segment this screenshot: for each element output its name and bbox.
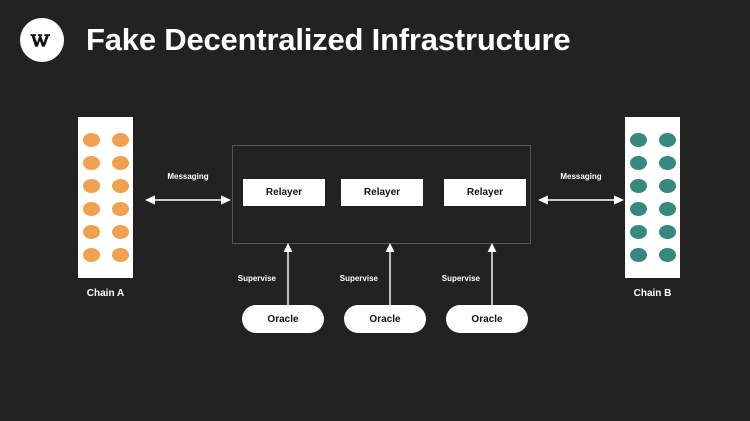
oracle-pill[interactable]: Oracle [446, 305, 528, 333]
chain-b-node-row [625, 202, 680, 216]
chain-b-node-row [625, 225, 680, 239]
chain-b-node [629, 156, 647, 170]
supervise-up-arrow-icon [487, 243, 497, 305]
messaging-left-label: Messaging [167, 172, 209, 181]
chain-b-panel [625, 117, 680, 278]
chain-b-node [629, 225, 647, 239]
supervise-label: Supervise [441, 274, 480, 283]
chain-b-node [629, 202, 647, 216]
supervise-label: Supervise [339, 274, 378, 283]
chain-b-node-row [625, 248, 680, 262]
messaging-right-group: Messaging [538, 172, 624, 206]
chain-a-node [82, 133, 100, 147]
messaging-right-bidirectional-arrow-icon [538, 195, 624, 205]
chain-a-node [111, 133, 129, 147]
messaging-right-label: Messaging [560, 172, 602, 181]
supervise-label: Supervise [237, 274, 276, 283]
chain-a-node-row [78, 225, 133, 239]
chain-b-node [658, 179, 676, 193]
chain-b-node [658, 202, 676, 216]
chain-a-node [82, 179, 100, 193]
chain-b-label: Chain B [633, 288, 672, 299]
chain-a-node [82, 156, 100, 170]
relayer-box[interactable]: Relayer [243, 179, 325, 206]
chain-a-node [111, 202, 129, 216]
chain-b-node-row [625, 133, 680, 147]
messaging-left-bidirectional-arrow-icon [145, 195, 231, 205]
chain-a-node [111, 156, 129, 170]
chain-b-node [629, 133, 647, 147]
header: Fake Decentralized Infrastructure [0, 0, 750, 86]
chain-b-node [629, 179, 647, 193]
chain-a-panel [78, 117, 133, 278]
chain-a-node-row [78, 156, 133, 170]
chain-a-node [82, 225, 100, 239]
relayer-box[interactable]: Relayer [341, 179, 423, 206]
chain-a-node-row [78, 179, 133, 193]
relayer-container: Relayer Relayer Relayer [232, 145, 531, 244]
chain-a-node [111, 248, 129, 262]
oracle-pill[interactable]: Oracle [344, 305, 426, 333]
messaging-left-group: Messaging [145, 172, 231, 206]
chain-a-label: Chain A [86, 288, 125, 299]
w-monogram-logo-icon [20, 18, 64, 62]
supervise-up-arrow-icon [385, 243, 395, 305]
chain-b-node [658, 225, 676, 239]
chain-b-node-row [625, 156, 680, 170]
page-title: Fake Decentralized Infrastructure [86, 22, 571, 57]
chain-b-node [629, 248, 647, 262]
chain-b-node [658, 156, 676, 170]
chain-a-node [82, 248, 100, 262]
chain-b-node [658, 248, 676, 262]
chain-b-node-row [625, 179, 680, 193]
supervise-up-arrow-icon [283, 243, 293, 305]
chain-b-node [658, 133, 676, 147]
chain-a-node-row [78, 133, 133, 147]
oracle-pill[interactable]: Oracle [242, 305, 324, 333]
chain-a-node-row [78, 202, 133, 216]
chain-a-node-row [78, 248, 133, 262]
chain-a-node [111, 179, 129, 193]
chain-a-node [111, 225, 129, 239]
chain-a-node [82, 202, 100, 216]
relayer-box[interactable]: Relayer [444, 179, 526, 206]
